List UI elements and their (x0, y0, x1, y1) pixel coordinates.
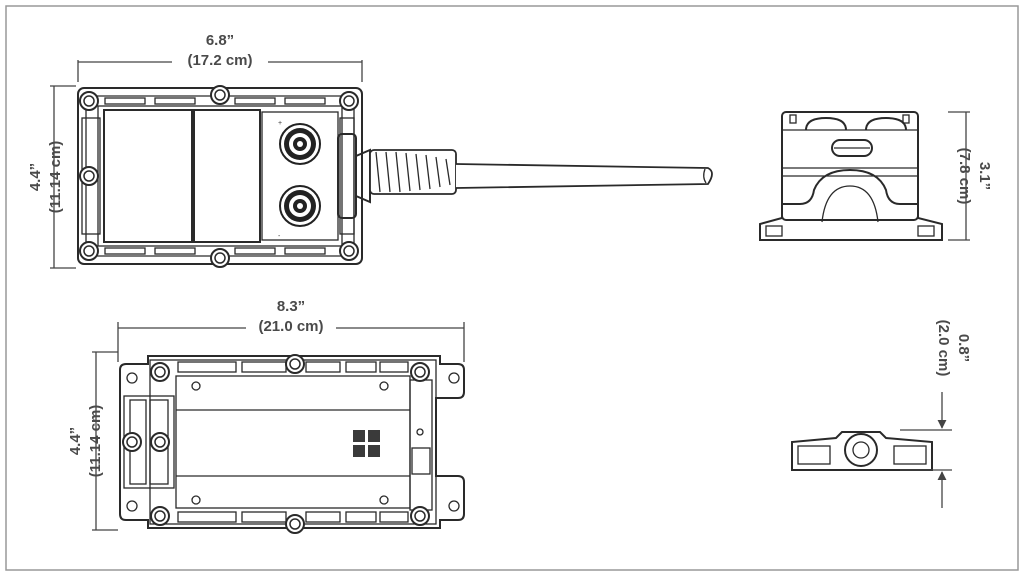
mounting-hole (448, 500, 460, 512)
vent-grid-icon (353, 430, 380, 457)
screw-icon (339, 91, 359, 111)
housing-outline (77, 87, 363, 265)
svg-text:-: - (278, 233, 281, 240)
thickness-cm-label: (2.0 cm) (935, 320, 952, 377)
screw-icon (210, 248, 230, 268)
bottom-view: 8.3” (21.0 cm) 4.4” (11.14 cm) (67, 298, 465, 534)
side-base (759, 168, 943, 241)
screw-icon (79, 91, 99, 111)
side-height-inch-label: 3.1” (976, 162, 993, 190)
bottom-height-cm-label: (11.14 cm) (87, 405, 104, 478)
base-plate-outline (119, 355, 465, 529)
screw-icon (79, 241, 99, 261)
screw-icon (410, 362, 430, 382)
mounting-hole (448, 372, 460, 384)
top-view: 6.8” (17.2 cm) 4.4” (11.14 cm) + - (27, 32, 713, 269)
mounting-hole (126, 500, 138, 512)
terminal-cap-right (865, 116, 907, 131)
top-width-cm-label: (17.2 cm) (187, 52, 252, 69)
mounting-hole (126, 372, 138, 384)
cable-strain-relief (369, 149, 457, 195)
frame-border (5, 5, 1019, 571)
side-height-cm-label: (7.8 cm) (956, 148, 973, 205)
power-cable (455, 163, 713, 189)
side-view: 3.1” (7.8 cm) (759, 111, 993, 241)
top-height-cm-label: (11.14 cm) (47, 141, 64, 214)
screw-icon (410, 506, 430, 526)
terminal-post-bottom (279, 185, 321, 227)
terminal-post-top (279, 123, 321, 165)
thickness-view: 0.8” (2.0 cm) (791, 320, 972, 508)
screw-icon (150, 362, 170, 382)
bottom-width-inch-label: 8.3” (277, 298, 305, 315)
screw-icon (339, 241, 359, 261)
screw-icon (210, 85, 230, 105)
side-housing (781, 111, 919, 221)
screw-icon (79, 166, 99, 186)
cable-gland (831, 139, 873, 157)
screw-icon (285, 514, 305, 534)
lid-panel-right (193, 109, 261, 243)
screw-icon (150, 506, 170, 526)
screw-icon (122, 432, 142, 452)
top-height-inch-label: 4.4” (27, 163, 44, 191)
screw-icon (150, 432, 170, 452)
svg-text:+: + (278, 120, 282, 127)
terminal-cap-left (805, 116, 847, 131)
lid-panel-left (103, 109, 193, 243)
bottom-height-inch-label: 4.4” (67, 427, 84, 455)
base-profile (791, 431, 933, 471)
top-width-inch-label: 6.8” (206, 32, 234, 49)
bottom-width-cm-label: (21.0 cm) (258, 318, 323, 335)
screw-icon (285, 354, 305, 374)
thickness-inch-label: 0.8” (955, 334, 972, 362)
